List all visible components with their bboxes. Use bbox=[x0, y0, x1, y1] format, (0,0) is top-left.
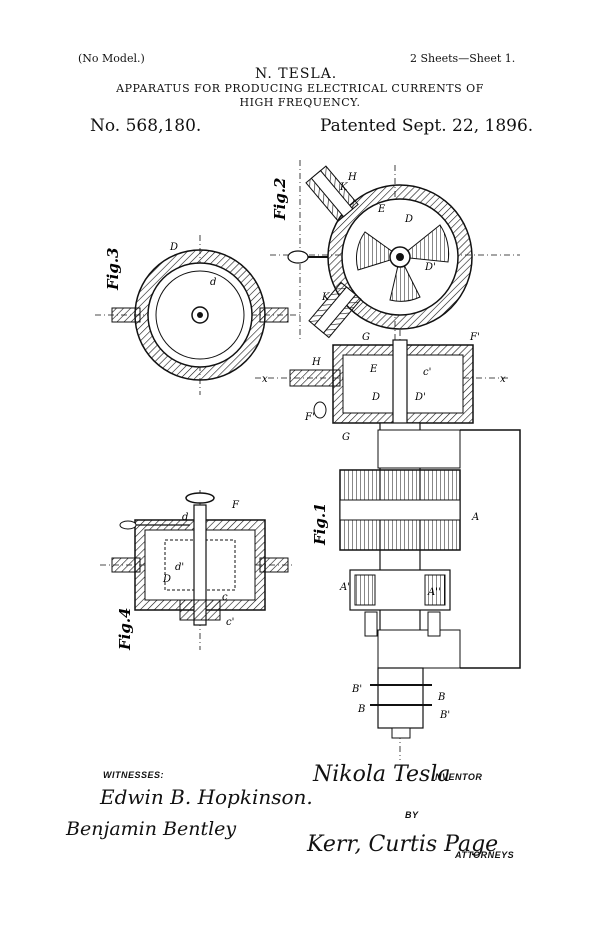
sheet-note: 2 Sheets—Sheet 1. bbox=[410, 52, 516, 65]
fig1-ref-D: D bbox=[371, 392, 380, 403]
fig1-ref-E: E bbox=[369, 364, 378, 375]
fig4-ref-F: F bbox=[231, 500, 240, 511]
fig1-ref-A1: A' bbox=[339, 582, 350, 593]
figure-3: Fig.3 D d bbox=[95, 235, 300, 395]
fig1-ref-H: H bbox=[311, 357, 321, 368]
fig4-ref-d1: d' bbox=[175, 562, 184, 573]
inventor-name: N. TESLA. bbox=[255, 66, 338, 82]
title-line-1: APPARATUS FOR PRODUCING ELECTRICAL CURRE… bbox=[116, 82, 484, 95]
fig1-ref-A: A bbox=[471, 512, 479, 523]
fig4-ref-D: D bbox=[162, 574, 171, 585]
fig2-ref-D1: D' bbox=[424, 262, 436, 273]
by-label: BY bbox=[405, 810, 419, 820]
fig1-ref-A2: A'' bbox=[427, 587, 441, 598]
attorneys-label: ATTORNEYS bbox=[455, 850, 515, 860]
fig2-ref-K-top: K bbox=[339, 182, 348, 193]
fig1-ref-F1-top: F' bbox=[469, 332, 480, 343]
witness-1-signature: Edwin B. Hopkinson. bbox=[100, 785, 313, 809]
fig4-ref-d: d bbox=[182, 512, 188, 523]
fig3-ref-D: D bbox=[169, 242, 178, 253]
figure-2: Fig.2 D D' E H K K bbox=[270, 160, 520, 345]
figure-1: x x H G G F' F' E D D' c' A bbox=[255, 330, 521, 760]
fig1-label: Fig.1 bbox=[311, 503, 329, 547]
patent-number: No. 568,180. bbox=[90, 116, 202, 136]
fig4-ref-c1: c' bbox=[226, 617, 234, 628]
fig1-ref-G-top: G bbox=[362, 332, 370, 343]
fig4-ref-c: c bbox=[222, 592, 228, 603]
fig2-ref-H: H bbox=[347, 172, 357, 183]
fig1-ref-B1-left: B' bbox=[351, 684, 362, 695]
fig2-label: Fig.2 bbox=[271, 178, 289, 222]
fig4-label: Fig.4 bbox=[116, 608, 134, 652]
fig1-ref-D1: D' bbox=[414, 392, 426, 403]
fig3-ref-d: d bbox=[210, 277, 216, 288]
patent-date: Patented Sept. 22, 1896. bbox=[320, 116, 534, 136]
figure-4: Fig.4 F d d' D c c' bbox=[100, 490, 295, 651]
fig1-ref-B-left: B bbox=[357, 704, 365, 715]
witness-2-signature: Benjamin Bentley bbox=[66, 818, 237, 840]
fig3-label: Fig.3 bbox=[104, 248, 122, 292]
attorney-signature: Kerr, Curtis Page bbox=[307, 832, 499, 857]
fig2-ref-D: D bbox=[404, 214, 413, 225]
fig1-ref-B1-right: B' bbox=[439, 710, 450, 721]
model-note: (No Model.) bbox=[78, 52, 145, 65]
fig1-ref-c1: c' bbox=[423, 367, 431, 378]
fig1-ref-F1-left: F' bbox=[304, 412, 315, 423]
inventor-signature: Nikola Tesla bbox=[313, 762, 451, 787]
fig2-ref-E: E bbox=[377, 204, 386, 215]
fig1-ref-B-right: B bbox=[437, 692, 445, 703]
inventor-label: INVENTOR bbox=[432, 772, 483, 782]
fig1-ref-x-left: x bbox=[262, 374, 268, 385]
title-line-2: HIGH FREQUENCY. bbox=[239, 96, 361, 109]
fig2-ref-K-bottom: K bbox=[321, 292, 330, 303]
fig1-ref-G-bottom: G bbox=[342, 432, 350, 443]
fig1-ref-x-right: x bbox=[500, 374, 506, 385]
witnesses-label: WITNESSES: bbox=[103, 770, 165, 780]
